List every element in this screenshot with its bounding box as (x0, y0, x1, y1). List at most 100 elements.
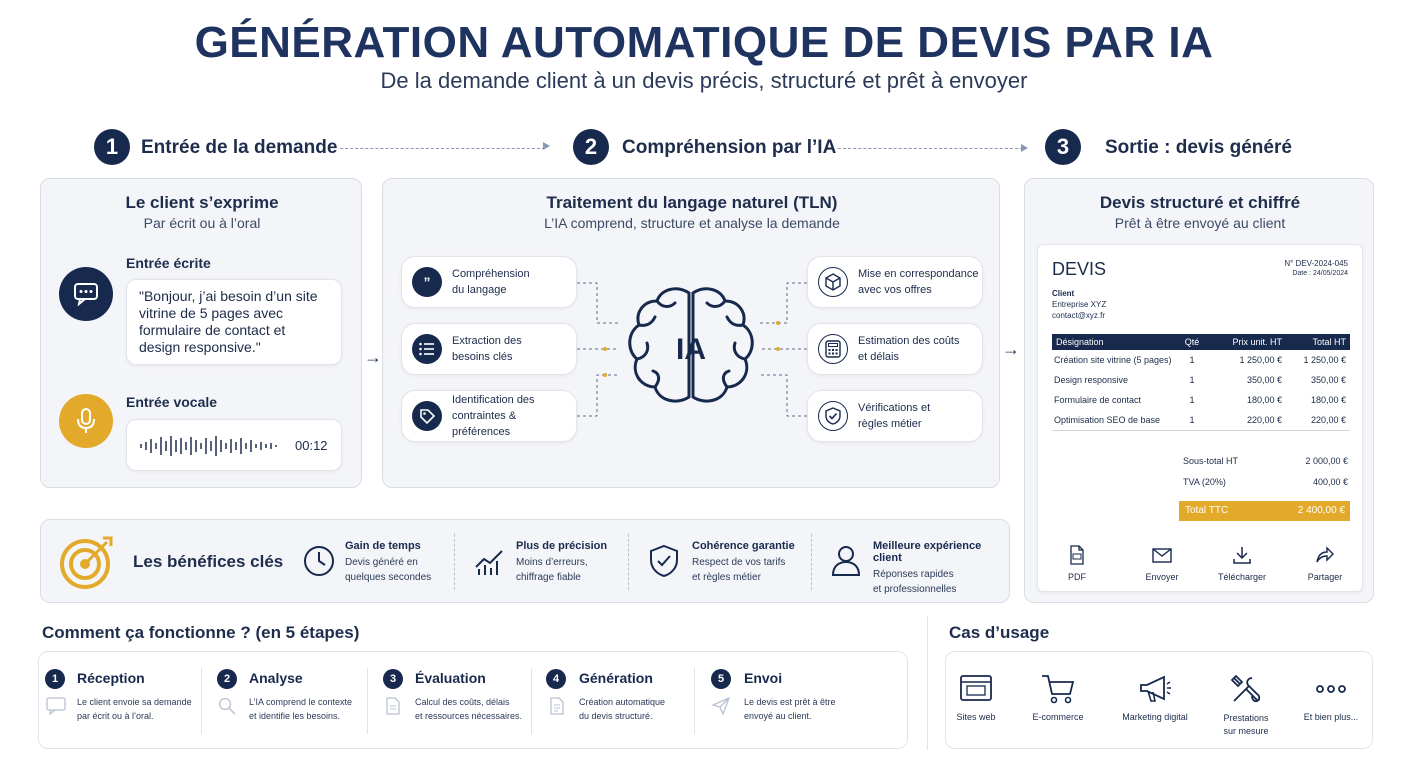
cell: Création site vitrine (5 pages) (1054, 355, 1172, 365)
benefit-text: Réponses rapides (873, 569, 954, 580)
client-email: contact@xyz.fr (1052, 311, 1106, 320)
connector-lines (577, 282, 807, 417)
how-step-badge: 5 (711, 669, 731, 689)
total-label: Total TTC (1185, 505, 1229, 516)
feature-text: Vérifications et (858, 402, 931, 414)
cell: 1 (1189, 355, 1195, 365)
megaphone-icon (1140, 675, 1171, 702)
more-icon (1316, 685, 1346, 693)
feature-text: Identification des (452, 394, 535, 406)
pdf-button[interactable]: PDF (1052, 545, 1102, 582)
clock-icon (304, 546, 334, 576)
shield-check-icon (650, 544, 678, 578)
step-3-badge: 3 (1045, 129, 1081, 165)
usecase-label: E-commerce (1032, 712, 1084, 722)
output-panel-title: Devis structuré et chiffré (1099, 193, 1301, 212)
arrow-right-icon: → (364, 347, 382, 367)
divider (811, 534, 812, 590)
share-button[interactable]: Partager (1300, 545, 1350, 582)
target-icon (60, 536, 113, 589)
send-icon (712, 697, 730, 715)
benefit-title: Cohérence garantie (692, 540, 795, 552)
send-label: Envoyer (1145, 572, 1179, 582)
divider (694, 668, 695, 734)
how-step-title: Génération (579, 670, 653, 686)
subtotal-value: 2 000,00 € (1305, 456, 1348, 466)
pdf-label: PDF (1068, 572, 1086, 582)
benefit-experience: Meilleure expérience client Réponses rap… (873, 540, 1009, 597)
divider (531, 668, 532, 734)
written-input-text[interactable]: "Bonjour, j’ai besoin d’un site vitrine … (126, 279, 342, 365)
step-connector (340, 148, 545, 149)
usecases-panel: Sites web E-commerce Marketing digital P… (945, 651, 1373, 749)
page-subtitle: De la demande client à un devis précis, … (380, 68, 1028, 93)
document-icon (386, 697, 400, 715)
doc-number: N° DEV-2024-045 (1284, 259, 1348, 268)
usecases-title: Cas d’usage (949, 623, 1050, 642)
how-step-badge: 3 (383, 669, 403, 689)
voice-input-player[interactable]: 00:12 (126, 419, 342, 471)
brain-icon: IA (628, 287, 754, 403)
usecase-ecommerce[interactable]: E-commerce (1028, 674, 1088, 722)
share-label: Partager (1307, 572, 1343, 582)
download-button[interactable]: Télécharger (1214, 545, 1270, 582)
usecase-label: Et bien plus... (1303, 712, 1359, 722)
how-step-title: Évaluation (415, 670, 486, 686)
total-bar: Total TTC 2 400,00 € (1179, 501, 1350, 521)
usecase-marketing[interactable]: Marketing digital (1116, 674, 1194, 722)
cell: 350,00 € (1310, 375, 1346, 385)
benefit-consistency: Cohérence garantie Respect de vos tarifs… (692, 540, 795, 585)
tools-icon (1230, 674, 1261, 703)
cell: Design responsive (1054, 375, 1129, 385)
how-step-text: Calcul des coûts, délais (415, 697, 510, 707)
how-title: Comment ça fonctionne ? (en 5 étapes) (42, 623, 360, 642)
input-panel: Le client s’exprime Par écrit ou à l’ora… (40, 178, 362, 488)
user-icon (831, 546, 861, 576)
divider (927, 616, 928, 750)
usecase-label: Sites web (956, 712, 996, 722)
written-input-label: Entrée écrite (126, 255, 211, 271)
download-label: Télécharger (1217, 572, 1267, 582)
chart-up-icon (475, 550, 503, 575)
how-step-title: Envoi (744, 670, 783, 686)
step-1-label: Entrée de la demande (141, 137, 338, 158)
input-panel-title: Le client s’exprime (125, 193, 279, 212)
nlp-panel: Traitement du langage naturel (TLN) L’IA… (382, 178, 1000, 488)
cart-icon (1042, 675, 1075, 704)
usecase-text: sur mesure (1223, 726, 1269, 736)
how-step-text: Le devis est prêt à être (744, 697, 836, 707)
how-step-desc: Le devis est prêt à être envoyé au client… (744, 695, 836, 723)
send-button[interactable]: Envoyer (1137, 545, 1187, 582)
nlp-panel-subtitle: L’IA comprend, structure et analyse la d… (544, 215, 840, 231)
cell: 1 250,00 € (1303, 355, 1346, 365)
doc-title: DEVIS (1052, 259, 1107, 279)
doc-date: Date : 24/05/2024 (1292, 270, 1348, 277)
step-2-label: Compréhension par l’IA (622, 137, 837, 158)
quote-document: DEVIS N° DEV-2024-045 Date : 24/05/2024 … (1037, 244, 1363, 592)
divider (201, 668, 202, 734)
how-step-text: du devis structuré. (579, 711, 653, 721)
envelope-icon (1152, 548, 1172, 563)
usecase-more[interactable]: Et bien plus... (1296, 674, 1366, 722)
tva-label: TVA (20%) (1183, 477, 1226, 487)
how-step-text: envoyé au client. (744, 711, 812, 721)
quote-icon: ” (412, 267, 442, 297)
cell: 1 (1189, 375, 1195, 385)
usecase-websites[interactable]: Sites web (954, 674, 998, 722)
how-step-desc: Calcul des coûts, délais et ressources né… (415, 695, 522, 723)
output-panel-subtitle: Prêt à être envoyé au client (1114, 215, 1286, 231)
benefit-title: Meilleure expérience client (873, 540, 982, 564)
benefits-panel: Les bénéfices clés Gain de temps Devis g… (40, 519, 1010, 603)
feature-text: Estimation des coûts (858, 335, 960, 347)
col-header: Désignation (1056, 337, 1104, 347)
how-step-text: et ressources nécessaires. (415, 711, 523, 721)
how-step-text: par écrit ou à l’oral. (77, 711, 154, 721)
download-icon (1233, 547, 1251, 564)
